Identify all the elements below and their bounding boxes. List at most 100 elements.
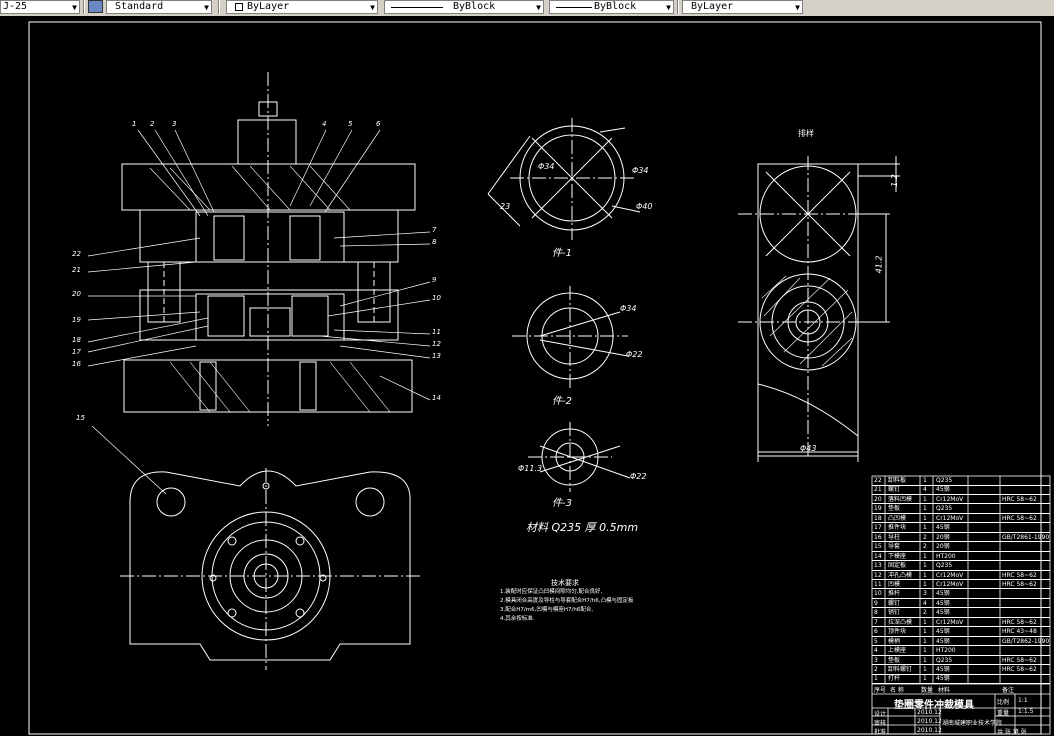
strip-layout-title: 排样: [798, 129, 814, 138]
dim-style-combo[interactable]: Standard ▼: [106, 0, 212, 14]
bom-cell-note: GB/T2861-1990: [1002, 533, 1050, 541]
drawing-frame: [28, 21, 1042, 735]
bom-cell-mat: 45钢: [936, 590, 950, 598]
bom-cell-name: 凹模: [888, 580, 901, 588]
bom-cell-qty: 2: [923, 533, 927, 541]
bom-cell-name: 销钉: [888, 609, 901, 617]
dimension-style-icon[interactable]: [88, 0, 103, 13]
bom-cell-mat: Cr12MoV: [936, 580, 964, 588]
linetype-combo[interactable]: ByBlock ▼: [384, 0, 544, 14]
chevron-down-icon[interactable]: ▼: [666, 3, 671, 12]
part2-dim-inner: Φ22: [626, 350, 643, 359]
bom-cell-note: HRC 58~62: [1002, 580, 1037, 588]
callout-number: 5: [348, 120, 353, 128]
drawing-svg: [28, 21, 1051, 735]
bom-cell-qty: 1: [923, 666, 927, 673]
properties-toolbar: J-25 ▼ Standard ▼ ByLayer ▼ ByBlock ▼ By…: [0, 0, 1054, 16]
callout-leaders: [87, 129, 431, 495]
bom-cell-qty: 4: [923, 486, 927, 494]
bom-cell-no: 5: [874, 637, 878, 645]
bom-cell-mat: Q235: [936, 562, 953, 570]
bom-cell-mat: 45钢: [936, 524, 950, 532]
part3-dim-outer: Φ22: [630, 472, 647, 481]
bom-cell-name: 凸凹模: [888, 514, 907, 522]
part1-label: 件-1: [552, 248, 572, 259]
bom-cell-qty: 1: [923, 524, 927, 532]
bom-header-qty: 数量: [921, 687, 934, 694]
bom-cell-no: 14: [874, 552, 882, 560]
bom-cell-qty: 1: [923, 637, 927, 645]
bom-cell-qty: 1: [923, 552, 927, 560]
callout-number: 14: [432, 394, 441, 402]
chevron-down-icon[interactable]: ▼: [536, 3, 541, 12]
check-label: 审核: [874, 720, 887, 727]
color-combo[interactable]: ByLayer ▼: [226, 0, 378, 14]
linetype-value: ByBlock: [453, 1, 496, 12]
bom-cell-mat: 45钢: [936, 486, 950, 494]
part-1-view: [487, 118, 641, 240]
bom-cell-mat: Q235: [936, 505, 953, 513]
bom-cell-note: HRC 58~62: [1002, 571, 1037, 579]
bom-cell-note: HRC 58~62: [1002, 656, 1037, 664]
bom-cell-mat: Cr12MoV: [936, 514, 964, 522]
assembly-section-view: [121, 72, 416, 426]
bom-cell-mat: 20钢: [936, 533, 950, 541]
bom-cell-qty: 1: [923, 628, 927, 636]
toolbar-separator: [677, 0, 679, 14]
bom-header-mat: 材料: [938, 687, 951, 694]
text-style-combo[interactable]: J-25 ▼: [0, 0, 80, 14]
part1-dim-angle: 23: [500, 202, 511, 211]
chevron-down-icon[interactable]: ▼: [795, 3, 800, 12]
plotstyle-combo[interactable]: ByLayer ▼: [682, 0, 803, 14]
bom-cell-mat: Q235: [936, 477, 953, 484]
bom-cell-mat: HT200: [936, 647, 956, 655]
chevron-down-icon[interactable]: ▼: [204, 3, 209, 12]
callout-number: 8: [432, 238, 437, 246]
bom-cell-qty: 1: [923, 656, 927, 664]
bom-cell-name: 拉深凸模: [888, 618, 913, 626]
bom-cell-note: HRC 58~62: [1002, 514, 1037, 522]
bom-cell-no: 18: [874, 514, 882, 522]
bom-cell-name: 落料凹模: [888, 495, 913, 503]
strip-dim-pitch: 41.2: [874, 255, 884, 274]
callout-number: 20: [72, 290, 81, 298]
bom-cell-name: 打杆: [888, 675, 901, 683]
technical-notes: 技术要求 1.装配时应保证凸凹模间隙均匀,配合良好, 2.模具闭合高度及导柱与导…: [500, 578, 633, 624]
scale-label: 比例: [997, 699, 1010, 706]
chevron-down-icon[interactable]: ▼: [370, 3, 375, 12]
part2-dim-outer: Φ34: [620, 304, 637, 313]
bom-cell-no: 19: [874, 505, 882, 513]
bom-cell-qty: 1: [923, 505, 927, 513]
bom-cell-mat: 45钢: [936, 599, 950, 607]
part2-label: 件-2: [552, 396, 572, 407]
callout-number: 19: [72, 316, 81, 324]
bom-header-note: 备注: [1002, 687, 1015, 694]
bom-cell-mat: 45钢: [936, 675, 950, 683]
bom-cell-name: 螺钉: [888, 599, 901, 607]
lineweight-combo[interactable]: ByBlock ▼: [549, 0, 674, 14]
bom-cell-name: 冲孔凸模: [888, 571, 913, 579]
bom-cell-mat: Q235: [936, 656, 953, 664]
part1-dim-inner: Φ34: [538, 162, 555, 171]
bom-cell-no: 10: [874, 590, 882, 598]
bom-cell-no: 15: [874, 543, 882, 551]
bom-cell-name: 卸料螺钉: [888, 666, 913, 673]
callout-number: 17: [72, 348, 81, 356]
approve-label: 批准: [874, 729, 887, 736]
callout-number: 16: [72, 360, 81, 368]
chevron-down-icon[interactable]: ▼: [72, 3, 77, 12]
bom-cell-name: 下模座: [888, 552, 907, 560]
bom-cell-no: 20: [874, 495, 882, 503]
